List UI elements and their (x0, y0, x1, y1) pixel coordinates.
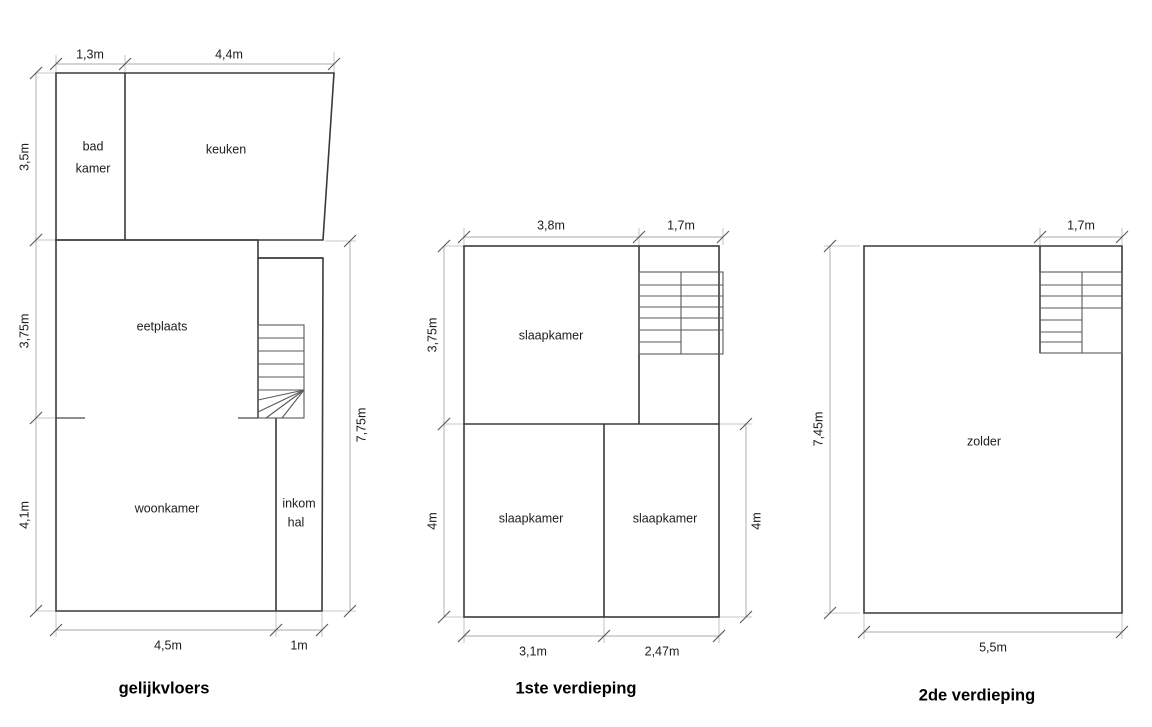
plan-second-floor: 1,7m 7,45m 5,5m (811, 218, 1129, 704)
ff-left-dimensions: 3,75m 4m (425, 239, 468, 624)
ff-room-slaapkamer-bottom-left: slaapkamer (499, 511, 564, 525)
gf-dim-top-2: 4,4m (215, 47, 243, 61)
gf-dim-left-3: 4,1m (17, 501, 31, 529)
sf-dim-left-1: 7,45m (811, 412, 825, 447)
ff-dim-top-2: 1,7m (667, 218, 695, 232)
sf-room-zolder: zolder (967, 434, 1001, 448)
gf-dim-left-2: 3,75m (17, 314, 31, 349)
gf-staircase (257, 324, 305, 419)
plan-title-second-floor: 2de verdieping (919, 686, 1035, 704)
gf-right-dimensions: 7,75m (322, 234, 368, 618)
ff-dim-right-1: 4m (749, 512, 763, 529)
sf-left-dimensions: 7,45m (811, 239, 860, 620)
gf-room-badkamer-line1: bad (83, 139, 104, 153)
plan-ground-floor: 1,3m 4,4m 3,5m 3,75m 4,1m (17, 47, 368, 697)
gf-dim-left-1: 3,5m (17, 143, 31, 171)
gf-room-labels: bad kamer keuken eetplaats woonkamer ink… (76, 139, 316, 529)
ff-top-dimensions: 3,8m 1,7m (457, 218, 730, 245)
ff-room-slaapkamer-bottom-right: slaapkamer (633, 511, 698, 525)
ff-bottom-dimensions: 3,1m 2,47m (457, 618, 726, 658)
gf-room-woonkamer: woonkamer (134, 501, 200, 515)
ff-dim-left-2: 4m (425, 512, 439, 529)
gf-room-inkomhal-line2: hal (288, 515, 305, 529)
sf-dim-top-1: 1,7m (1067, 218, 1095, 232)
sf-bottom-dimensions: 5,5m (857, 614, 1129, 654)
gf-dim-right-1: 7,75m (354, 408, 368, 443)
plan-title-ground-floor: gelijkvloers (119, 679, 210, 697)
gf-dim-bottom-2: 1m (290, 638, 307, 652)
ff-dim-bottom-1: 3,1m (519, 644, 547, 658)
ff-dim-left-1: 3,75m (425, 318, 439, 353)
gf-dim-top-1: 1,3m (76, 47, 104, 61)
gf-room-keuken: keuken (206, 142, 246, 156)
ff-room-labels: slaapkamer slaapkamer slaapkamer (499, 328, 698, 525)
ff-dim-top-1: 3,8m (537, 218, 565, 232)
plan-first-floor: 3,8m 1,7m 3,75m 4m (425, 218, 763, 697)
plan-title-first-floor: 1ste verdieping (515, 679, 636, 697)
gf-room-inkomhal-line1: inkom (282, 496, 315, 510)
gf-walls (55, 72, 335, 612)
gf-top-dimensions: 1,3m 4,4m (49, 47, 341, 72)
ff-staircase (638, 271, 724, 355)
sf-dim-bottom-1: 5,5m (979, 640, 1007, 654)
sf-staircase (1039, 271, 1123, 354)
gf-left-dimensions: 3,5m 3,75m 4,1m (17, 66, 85, 618)
gf-bottom-dimensions: 4,5m 1m (49, 612, 329, 652)
ff-dim-bottom-2: 2,47m (645, 644, 680, 658)
sf-top-dimensions: 1,7m (1033, 218, 1129, 245)
gf-dim-bottom-1: 4,5m (154, 638, 182, 652)
ff-right-dimensions: 4m (719, 417, 763, 624)
gf-room-eetplaats: eetplaats (137, 319, 188, 333)
sf-walls (863, 245, 1123, 614)
gf-room-badkamer-line2: kamer (76, 161, 111, 175)
ff-room-slaapkamer-top: slaapkamer (519, 328, 584, 342)
